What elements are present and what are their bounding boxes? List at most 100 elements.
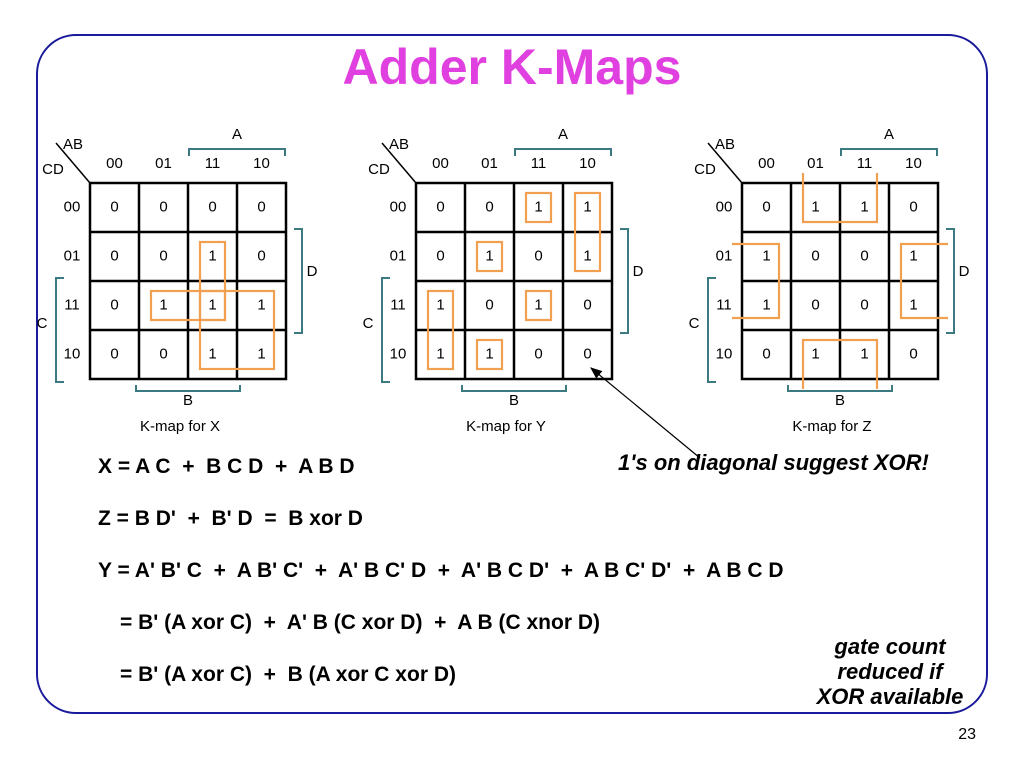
kmap-col-header: 01: [807, 155, 824, 172]
kmap-cell-value: 1: [436, 296, 444, 313]
kmap-cd-label: CD: [694, 161, 716, 178]
kmap-bracket-d: [620, 228, 629, 334]
kmap-col-header: 10: [905, 155, 922, 172]
kmap-cell-value: 0: [110, 198, 118, 215]
equation-y-step1: = B' (A xor C) + A' B (C xor D) + A B (C…: [120, 611, 600, 634]
kmap-label-a: A: [884, 126, 894, 143]
kmap-bracket-c: [707, 277, 716, 383]
kmap-caption: K-map for Y: [466, 418, 546, 435]
kmap-z-wrap-loop: [801, 338, 879, 389]
kmap-group-loop: [426, 289, 455, 371]
kmap-label-b: B: [183, 392, 193, 409]
kmap-bracket-c: [55, 277, 64, 383]
kmap-cell-value: 1: [762, 296, 770, 313]
kmap-label-d: D: [959, 263, 970, 280]
kmap-caption: K-map for Z: [792, 418, 871, 435]
kmap-cell-value: 0: [534, 247, 542, 264]
kmap-cell-value: 0: [257, 198, 265, 215]
kmap-bracket-d: [294, 228, 303, 334]
kmap-bracket-b: [461, 385, 567, 392]
kmap-bracket-a: [840, 148, 938, 156]
kmap-cell-value: 1: [909, 247, 917, 264]
kmap-cell-value: 1: [583, 198, 591, 215]
equation-y-step2: = B' (A xor C) + B (A xor C xor D): [120, 663, 456, 686]
kmap-cell-value: 0: [583, 296, 591, 313]
kmap-cell-value: 1: [534, 198, 542, 215]
kmap-row-header: 11: [64, 296, 80, 313]
kmap-cell-value: 0: [860, 247, 868, 264]
kmap-cell-value: 0: [159, 345, 167, 362]
kmap-cell-value: 0: [159, 247, 167, 264]
kmap-label-a: A: [558, 126, 568, 143]
kmap-diagonal: [55, 142, 91, 184]
kmap-cell-value: 1: [208, 296, 216, 313]
kmap-label-b: B: [835, 392, 845, 409]
kmap-group-loop: [149, 289, 227, 322]
kmap-cell-value: 0: [110, 296, 118, 313]
kmap-z-wrap-loop: [732, 242, 781, 320]
kmap-row-header: 10: [390, 345, 407, 362]
kmap-label-c: C: [363, 315, 374, 332]
kmap-cell-value: 0: [909, 345, 917, 362]
kmap-cell-value: 1: [860, 198, 868, 215]
kmap-row-header: 01: [390, 247, 407, 264]
kmap-row-header: 11: [390, 296, 406, 313]
kmap-cell-value: 0: [257, 247, 265, 264]
kmap-cell-value: 0: [110, 247, 118, 264]
kmap-group-loop: [475, 338, 504, 371]
kmap-cell-value: 0: [583, 345, 591, 362]
kmap-row-header: 01: [716, 247, 733, 264]
kmap-z-wrap-loop: [899, 242, 948, 320]
kmap-label-d: D: [633, 263, 644, 280]
kmap-label-d: D: [307, 263, 318, 280]
kmap-row-header: 10: [716, 345, 733, 362]
kmap-col-header: 01: [481, 155, 498, 172]
kmap-cell-value: 0: [485, 296, 493, 313]
kmap-label-b: B: [509, 392, 519, 409]
kmap-group-loop: [475, 240, 504, 273]
kmap-row-header: 10: [64, 345, 81, 362]
kmap-cell-value: 0: [534, 345, 542, 362]
kmap-1: [381, 142, 629, 392]
kmap-row-header: 00: [390, 198, 407, 215]
kmap-cell-value: 0: [159, 198, 167, 215]
kmap-group-loop: [573, 191, 602, 273]
kmap-col-header: 10: [579, 155, 596, 172]
kmap-col-header: 11: [205, 155, 221, 172]
slide-title: Adder K-Maps: [342, 39, 682, 95]
gate-note-line2: reduced if: [837, 659, 943, 684]
kmap-group-loop: [524, 191, 553, 224]
kmap-row-header: 01: [64, 247, 81, 264]
kmap-bracket-b: [787, 385, 893, 392]
kmap-col-header: 00: [432, 155, 449, 172]
kmap-label-c: C: [37, 315, 48, 332]
kmap-ab-label: AB: [715, 136, 735, 153]
kmap-cell-value: 1: [860, 345, 868, 362]
kmap-cell-value: 0: [909, 198, 917, 215]
kmap-cell-value: 1: [811, 198, 819, 215]
kmap-z-wrap-loop: [801, 173, 879, 224]
kmap-cell-value: 1: [257, 296, 265, 313]
kmap-ab-label: AB: [389, 136, 409, 153]
kmap-row-header: 00: [716, 198, 733, 215]
equation-z: Z = B D' + B' D = B xor D: [98, 507, 363, 530]
kmap-cell-value: 1: [159, 296, 167, 313]
kmap-cell-value: 1: [485, 345, 493, 362]
kmap-bracket-c: [381, 277, 390, 383]
kmap-cell-value: 1: [257, 345, 265, 362]
kmap-group-loop: [198, 289, 276, 371]
kmap-cell-value: 0: [811, 296, 819, 313]
annotation-arrow: [590, 367, 701, 459]
kmap-col-header: 00: [758, 155, 775, 172]
equation-y: Y = A' B' C + A B' C' + A' B C' D + A' B…: [98, 559, 784, 582]
kmap-row-header: 00: [64, 198, 81, 215]
kmap-cell-value: 1: [762, 247, 770, 264]
xor-annotation: 1's on diagonal suggest XOR!: [618, 450, 929, 475]
kmap-cell-value: 0: [485, 198, 493, 215]
kmap-label-c: C: [689, 315, 700, 332]
kmap-ab-label: AB: [63, 136, 83, 153]
kmap-cd-label: CD: [42, 161, 64, 178]
kmap-cell-value: 0: [762, 198, 770, 215]
kmap-2: [707, 142, 955, 392]
